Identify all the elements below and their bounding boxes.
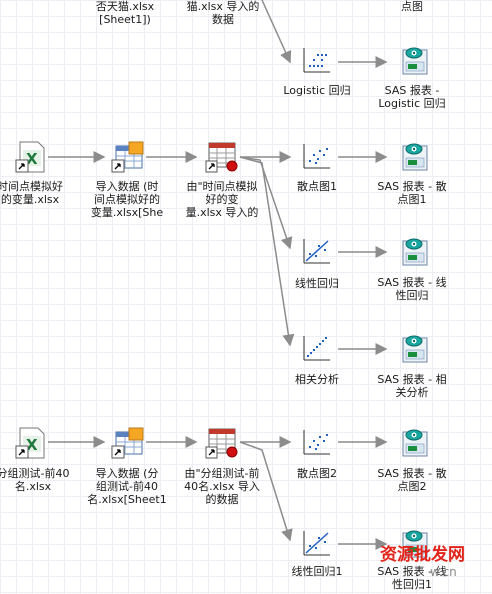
report-node[interactable] xyxy=(397,527,431,559)
correlation-icon xyxy=(303,336,330,361)
node-label: 线性回归 xyxy=(295,277,339,290)
node-label: 分组测试-前40 名.xlsx xyxy=(0,467,70,493)
sas-report-icon xyxy=(402,530,428,558)
excel-file-node[interactable]: X xyxy=(12,140,46,173)
excel-file-icon: X xyxy=(15,427,45,459)
import-data-node[interactable] xyxy=(110,140,144,173)
connector xyxy=(239,156,295,347)
query-table-icon xyxy=(205,142,238,173)
svg-text:X: X xyxy=(26,436,38,454)
scatter-plot-icon xyxy=(303,144,330,169)
scatter-node[interactable] xyxy=(300,426,334,458)
logistic-node[interactable] xyxy=(300,44,334,76)
node-label: 相关分析 xyxy=(295,373,339,386)
connector xyxy=(261,0,292,64)
report-node[interactable] xyxy=(397,235,431,267)
sas-report-icon xyxy=(402,47,428,75)
sas-report-icon xyxy=(402,429,428,457)
report-node[interactable] xyxy=(397,332,431,364)
import-data-node[interactable] xyxy=(110,426,144,459)
node-label: SAS 报表 - 散 点图1 xyxy=(377,180,447,206)
watermark-sub: w.cn xyxy=(430,565,457,579)
node-label: SAS 报表 - 线 性回归1 xyxy=(377,565,447,591)
node-label: 导入数据 (时 间点模拟好的 变量.xlsx[She xyxy=(90,180,164,219)
scatter-node[interactable] xyxy=(300,140,334,172)
node-label: 由"分组测试-前 40名.xlsx 导入 的数据 xyxy=(184,467,260,506)
node-label: SAS 报表 - 相 关分析 xyxy=(377,373,447,399)
linear-regression-icon xyxy=(303,531,330,556)
query-node[interactable] xyxy=(205,140,239,173)
import-data-icon xyxy=(111,141,144,173)
query-table-icon xyxy=(205,428,238,459)
node-label: 散点图1 xyxy=(297,180,337,193)
linear-regression-node[interactable] xyxy=(300,527,334,559)
sas-report-icon xyxy=(402,335,428,363)
node-label: 线性回归1 xyxy=(291,565,343,578)
query-node[interactable] xyxy=(205,426,239,459)
node-label: 散点图2 xyxy=(297,467,337,480)
report-node[interactable] xyxy=(397,426,431,458)
svg-text:X: X xyxy=(26,150,38,168)
node-label: 点图 xyxy=(401,0,423,13)
report-node[interactable] xyxy=(397,140,431,172)
node-label: 时间点模拟好 的变量.xlsx xyxy=(0,180,63,206)
node-label: SAS 报表 - 散 点图2 xyxy=(377,467,447,493)
node-label: 导入数据 (分 组测试-前40 名.xlsx[Sheet1 xyxy=(87,467,167,506)
node-label: Logistic 回归 xyxy=(283,84,351,97)
node-label: 由"时间点模拟 好的变 量.xlsx 导入的 xyxy=(185,180,259,219)
sas-report-icon xyxy=(402,143,428,171)
excel-file-icon: X xyxy=(15,141,45,173)
correlation-node[interactable] xyxy=(300,332,334,364)
report-node[interactable] xyxy=(397,44,431,76)
node-label: 否天猫.xlsx [Sheet1]) xyxy=(95,0,155,26)
sas-report-icon xyxy=(402,238,428,266)
linear-regression-node[interactable] xyxy=(300,235,334,267)
connector xyxy=(239,156,293,250)
linear-regression-icon xyxy=(303,239,330,264)
scatter-plot-icon xyxy=(303,430,330,455)
node-label: SAS 报表 - Logistic 回归 xyxy=(378,84,446,110)
connector xyxy=(239,441,293,542)
logistic-icon xyxy=(303,48,330,73)
excel-file-node[interactable]: X xyxy=(12,426,46,459)
watermark: 资源批发网 xyxy=(380,545,465,565)
node-label: SAS 报表 - 线 性回归 xyxy=(377,276,447,302)
node-label: 猫.xlsx 导入的 数据 xyxy=(186,0,260,26)
import-data-icon xyxy=(111,427,144,459)
